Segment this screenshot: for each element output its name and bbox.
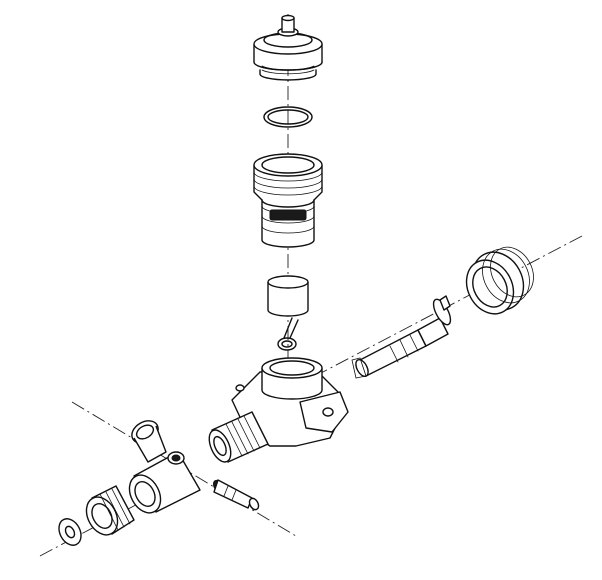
elbow-fitting	[131, 420, 167, 463]
washer	[58, 518, 82, 546]
o-ring	[263, 106, 313, 128]
retaining-clip	[277, 317, 299, 351]
cylinder-slug	[267, 275, 309, 317]
union-nut	[85, 485, 135, 536]
nipple-pin	[212, 479, 260, 511]
spindle	[351, 295, 452, 379]
end-cap	[465, 246, 534, 315]
valve-cap	[253, 14, 323, 81]
valve-insert	[253, 153, 323, 248]
valve-body	[208, 357, 349, 463]
tee-fitting	[128, 451, 201, 514]
right-axis	[299, 235, 583, 385]
